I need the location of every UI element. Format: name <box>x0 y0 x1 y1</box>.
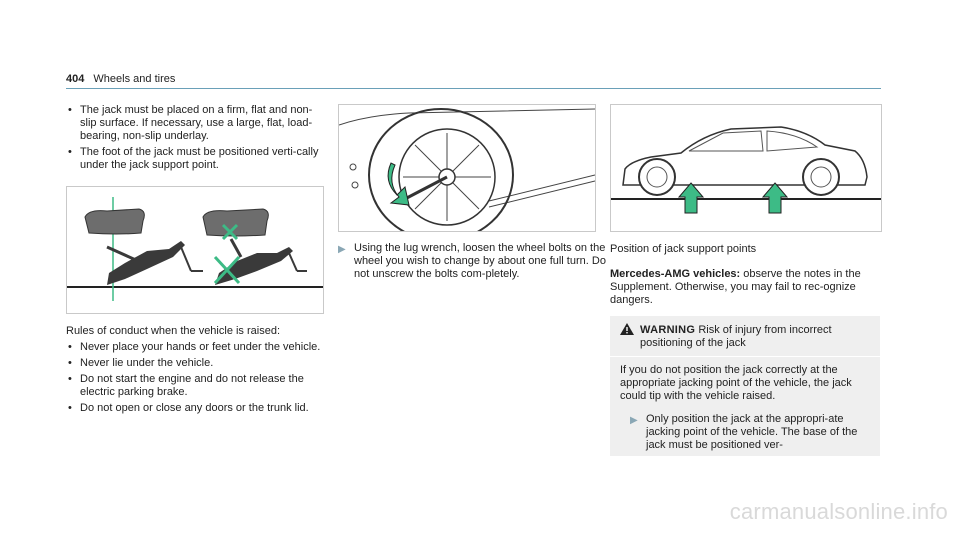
page-number: 404 <box>66 73 85 85</box>
watermark: carmanualsonline.info <box>729 499 948 524</box>
jack-point-arrow-icon <box>677 182 789 214</box>
step-arrow-icon: ▶ <box>630 415 638 426</box>
rotate-arrow-icon <box>387 162 410 206</box>
list-item: Never lie under the vehicle. <box>66 357 321 370</box>
step-arrow-icon: ▶ <box>338 244 346 255</box>
warning-triangle-icon <box>620 323 634 339</box>
car-side-illustration <box>611 126 881 214</box>
page-header: 404 Wheels and tires <box>66 73 175 85</box>
list-item: The foot of the jack must be positioned … <box>66 146 321 172</box>
warning-step-text: Only position the jack at the appropri-a… <box>646 413 858 451</box>
warning-subtitle: Risk of injury from incorrect positionin… <box>640 324 832 349</box>
warning-body: If you do not position the jack correctl… <box>620 364 852 402</box>
jack-illustration <box>67 197 323 301</box>
list-item: Do not open or close any doors or the tr… <box>66 402 321 415</box>
amg-note: Mercedes-AMG vehicles: observe the notes… <box>610 268 878 307</box>
warning-header: WARNING Risk of injury from incorrect po… <box>610 316 880 357</box>
list-item: The jack must be placed on a firm, flat … <box>66 104 321 143</box>
amg-text: observe the notes in the Supplement. Oth… <box>610 268 861 306</box>
rules-title: Rules of conduct when the vehicle is rai… <box>66 325 281 337</box>
jack-placement-figure <box>66 186 324 314</box>
warning-box: WARNING Risk of injury from incorrect po… <box>610 316 880 456</box>
lug-wrench-figure <box>338 104 596 242</box>
warning-title: WARNING <box>640 324 696 336</box>
incorrect-x-icon <box>213 223 241 285</box>
jack-points-figure <box>610 104 882 232</box>
wheel-illustration <box>338 108 596 242</box>
rules-list: Never place your hands or feet under the… <box>66 341 321 418</box>
section-title: Wheels and tires <box>93 73 176 85</box>
list-item: Never place your hands or feet under the… <box>66 341 321 354</box>
amg-label: Mercedes-AMG vehicles: <box>610 268 741 280</box>
list-item: Do not start the engine and do not relea… <box>66 373 321 399</box>
warning-step: ▶ Only position the jack at the appropri… <box>630 413 870 452</box>
step-text: Using the lug wrench, loosen the wheel b… <box>354 242 606 280</box>
figure-caption: Position of jack support points <box>610 243 757 255</box>
header-divider <box>66 88 881 89</box>
lug-wrench-step: ▶ Using the lug wrench, loosen the wheel… <box>338 242 612 281</box>
bullets-top: The jack must be placed on a firm, flat … <box>66 104 321 175</box>
